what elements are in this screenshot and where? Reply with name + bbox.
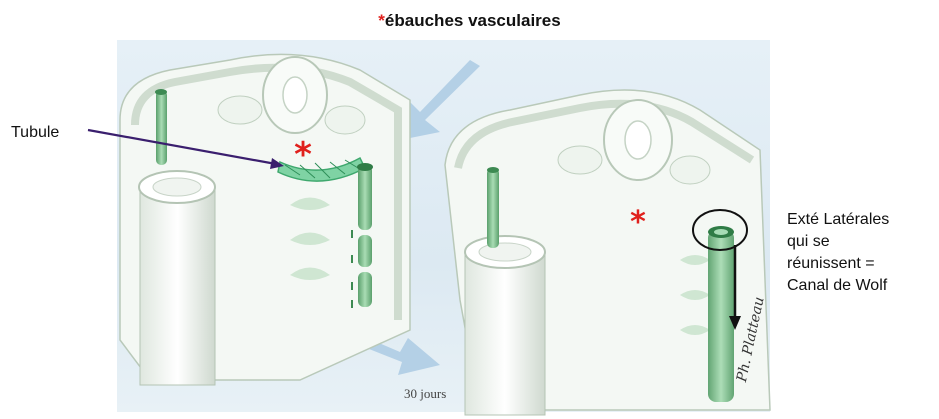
tubule-label: Tubule bbox=[11, 122, 59, 144]
signature-text: Ph. Platteau bbox=[734, 295, 768, 383]
lateral-label-line-1: Exté Latérales bbox=[787, 209, 937, 231]
lateral-label-line-3: réunissent = bbox=[787, 253, 937, 275]
lateral-extremities-label: Exté Latérales qui se réunissent = Canal… bbox=[787, 209, 937, 297]
right-embryo-section bbox=[445, 90, 770, 415]
vascular-star-marker-right: * bbox=[630, 205, 646, 240]
age-caption: 30 jours bbox=[404, 386, 446, 402]
left-embryo-section bbox=[120, 54, 410, 385]
lateral-label-line-4: Canal de Wolf bbox=[787, 275, 937, 297]
lateral-label-line-2: qui se bbox=[787, 231, 937, 253]
vascular-star-marker-left: * bbox=[294, 135, 312, 175]
artist-signature: Ph. Platteau bbox=[724, 300, 784, 410]
